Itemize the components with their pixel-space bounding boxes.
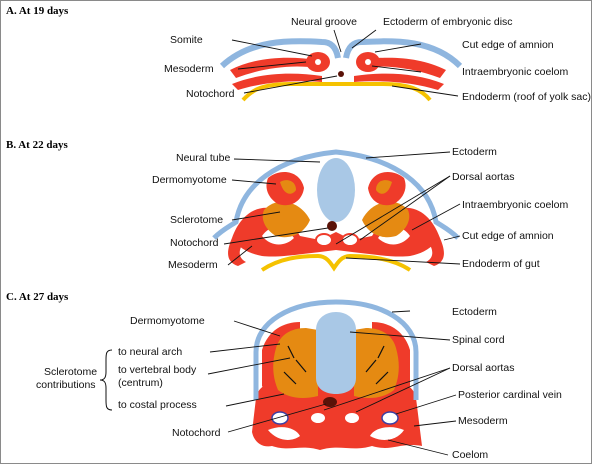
c-label-spinal-cord: Spinal cord (452, 334, 505, 346)
b-notochord (327, 221, 337, 231)
panel-c-title: C. At 27 days (6, 291, 69, 303)
c-label-notochord: Notochord (172, 427, 221, 439)
b-label-endoderm-gut: Endoderm of gut (462, 258, 540, 270)
b-label-dorsal-aortas: Dorsal aortas (452, 171, 514, 183)
b-endoderm (260, 253, 412, 272)
a-label-cut-edge: Cut edge of amnion (462, 39, 554, 51)
b-label-mesoderm: Mesoderm (168, 259, 218, 271)
b-mesoderm-left-limb (228, 238, 246, 266)
b-sclerotome-left (262, 201, 310, 238)
panel-a: A. At 19 days Neural groove Ectoderm of … (6, 5, 591, 103)
a-ectoderm (219, 38, 463, 69)
a-label-neural-groove: Neural groove (291, 16, 357, 28)
c-spinal-cord (316, 312, 356, 394)
a-endoderm (241, 82, 432, 102)
c-label-neural-arch: to neural arch (118, 346, 182, 358)
c-label-coelom: Coelom (452, 449, 488, 461)
c-label-sclerotome-1: Sclerotome (44, 366, 97, 378)
b-label-dermomyotome: Dermomyotome (152, 174, 227, 186)
b-label-ectoderm: Ectoderm (452, 146, 497, 158)
a-notochord (338, 71, 344, 77)
a-label-mesoderm: Mesoderm (164, 63, 214, 75)
c-label-vertebral-body: to vertebral body (118, 364, 197, 376)
a-label-ectoderm-disc: Ectoderm of embryonic disc (383, 16, 513, 28)
b-label-coelom: Intraembryonic coelom (462, 199, 568, 211)
a-label-endoderm: Endoderm (roof of yolk sac) (462, 91, 591, 103)
c-sclerotome-left (273, 328, 318, 398)
a-mesoderm-right (358, 57, 446, 78)
c-label-costal-process: to costal process (118, 399, 197, 411)
b-label-cut-edge: Cut edge of amnion (462, 230, 554, 242)
b-label-neural-tube: Neural tube (176, 152, 230, 164)
panel-a-title: A. At 19 days (6, 5, 69, 17)
panel-c: C. At 27 days (6, 291, 562, 461)
a-mesoderm-right-lower (354, 73, 444, 90)
c-ectoderm (253, 299, 419, 400)
a-label-somite: Somite (170, 34, 203, 46)
c-label-mesoderm: Mesoderm (458, 415, 508, 427)
b-neural-tube (317, 158, 355, 222)
b-ectoderm (212, 149, 460, 240)
b-label-notochord: Notochord (170, 237, 219, 249)
b-mesoderm-right-limb (426, 238, 444, 266)
a-mesoderm-left-lower (232, 73, 322, 90)
c-label-centrum: (centrum) (118, 377, 163, 389)
panel-b: B. At 22 days (6, 139, 568, 272)
a-label-notochord: Notochord (186, 88, 235, 100)
c-label-ectoderm: Ectoderm (452, 306, 497, 318)
c-notochord (323, 397, 337, 407)
c-label-posterior-cardinal: Posterior cardinal vein (458, 389, 562, 401)
b-sclerotome-right (362, 201, 410, 238)
c-label-dermomyotome: Dermomyotome (130, 315, 205, 327)
a-label-coelom: Intraembryonic coelom (462, 66, 568, 78)
c-label-dorsal-aortas: Dorsal aortas (452, 362, 514, 374)
b-label-sclerotome: Sclerotome (170, 214, 223, 226)
panel-b-title: B. At 22 days (6, 139, 68, 151)
c-label-sclerotome-2: contributions (36, 379, 96, 391)
c-sclerotome-right (354, 328, 399, 398)
